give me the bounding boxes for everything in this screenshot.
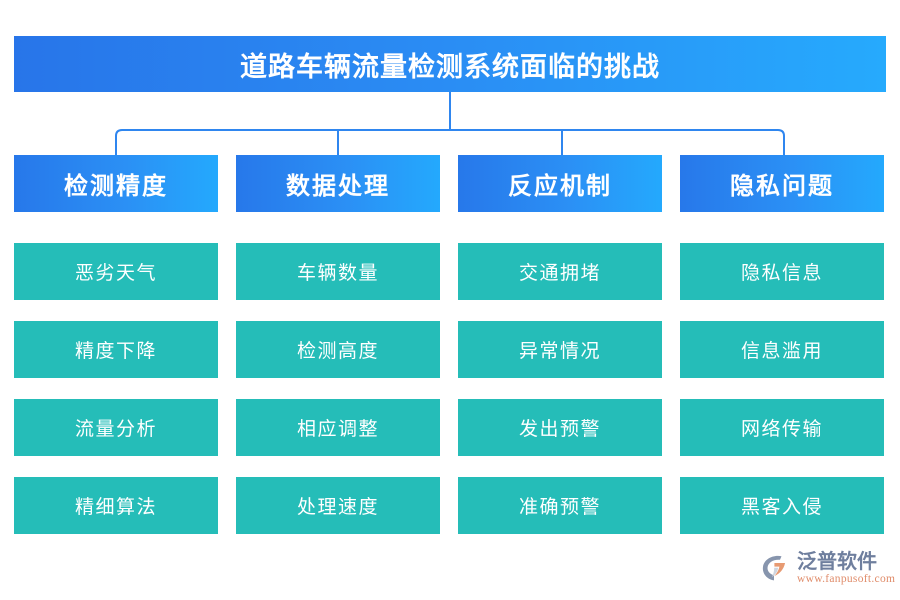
cell-label-2-3: 相应调整 [296,419,379,440]
cell-label-3-2: 异常情况 [518,341,601,362]
cell-label-4-1: 隐私信息 [740,263,823,284]
cell-4-3[interactable]: 网络传输 [680,399,884,456]
cell-label-3-4: 准确预警 [518,497,601,518]
cell-1-4[interactable]: 精细算法 [14,477,218,534]
cell-2-2[interactable]: 检测高度 [236,321,440,378]
column-data-processing: 数据处理 车辆数量 检测高度 相应调整 处理速度 [236,155,440,534]
column-privacy-issues: 隐私问题 隐私信息 信息滥用 网络传输 黑客入侵 [680,155,884,534]
column-header-label-2: 数据处理 [286,174,390,200]
cell-2-3[interactable]: 相应调整 [236,399,440,456]
column-detection-accuracy: 检测精度 恶劣天气 精度下降 流量分析 精细算法 [14,155,218,534]
cell-3-3[interactable]: 发出预警 [458,399,662,456]
cell-label-4-4: 黑客入侵 [740,497,823,518]
cell-label-1-3: 流量分析 [74,419,157,440]
logo-name: 泛普软件 [797,550,877,573]
cell-label-3-1: 交通拥堵 [518,263,601,284]
page-title: 道路车辆流量检测系统面临的挑战 [240,51,660,82]
diagram-title-banner: 道路车辆流量检测系统面临的挑战 [14,36,886,92]
logo-arc [762,555,782,581]
connector-bus [115,129,785,156]
cell-1-2[interactable]: 精度下降 [14,321,218,378]
cell-2-4[interactable]: 处理速度 [236,477,440,534]
logo-text-block: 泛普软件 www.fanpusoft.com [797,551,895,586]
fanpu-swoosh-icon [762,555,785,581]
cell-4-2[interactable]: 信息滥用 [680,321,884,378]
cell-label-1-1: 恶劣天气 [74,263,157,284]
logo-swoosh [774,563,785,576]
cell-label-1-2: 精度下降 [74,341,157,362]
column-header-4[interactable]: 隐私问题 [680,155,884,212]
cell-label-1-4: 精细算法 [74,497,157,518]
columns-container: 检测精度 恶劣天气 精度下降 流量分析 精细算法 数据处理 车辆数量 [14,155,886,534]
logo-url: www.fanpusoft.com [797,572,896,585]
column-header-3[interactable]: 反应机制 [458,155,662,212]
connector-lines [115,92,785,156]
cell-label-2-1: 车辆数量 [296,263,379,284]
column-header-1[interactable]: 检测精度 [14,155,218,212]
cell-label-4-2: 信息滥用 [740,341,823,362]
column-header-label-1: 检测精度 [64,174,168,200]
cell-1-3[interactable]: 流量分析 [14,399,218,456]
cell-label-2-2: 检测高度 [296,341,379,362]
column-response-mechanism: 反应机制 交通拥堵 异常情况 发出预警 准确预警 [458,155,662,534]
cell-3-1[interactable]: 交通拥堵 [458,243,662,300]
cell-label-4-3: 网络传输 [740,419,823,440]
cell-4-1[interactable]: 隐私信息 [680,243,884,300]
cell-label-3-3: 发出预警 [518,419,601,440]
column-header-label-4: 隐私问题 [730,174,834,200]
column-header-2[interactable]: 数据处理 [236,155,440,212]
cell-3-2[interactable]: 异常情况 [458,321,662,378]
cell-label-2-4: 处理速度 [296,497,379,518]
logo-swoosh-inner [772,567,779,577]
column-header-label-3: 反应机制 [508,174,612,200]
cell-2-1[interactable]: 车辆数量 [236,243,440,300]
cell-3-4[interactable]: 准确预警 [458,477,662,534]
brand-logo: 泛普软件 www.fanpusoft.com [760,546,895,590]
cell-1-1[interactable]: 恶劣天气 [14,243,218,300]
cell-4-4[interactable]: 黑客入侵 [680,477,884,534]
